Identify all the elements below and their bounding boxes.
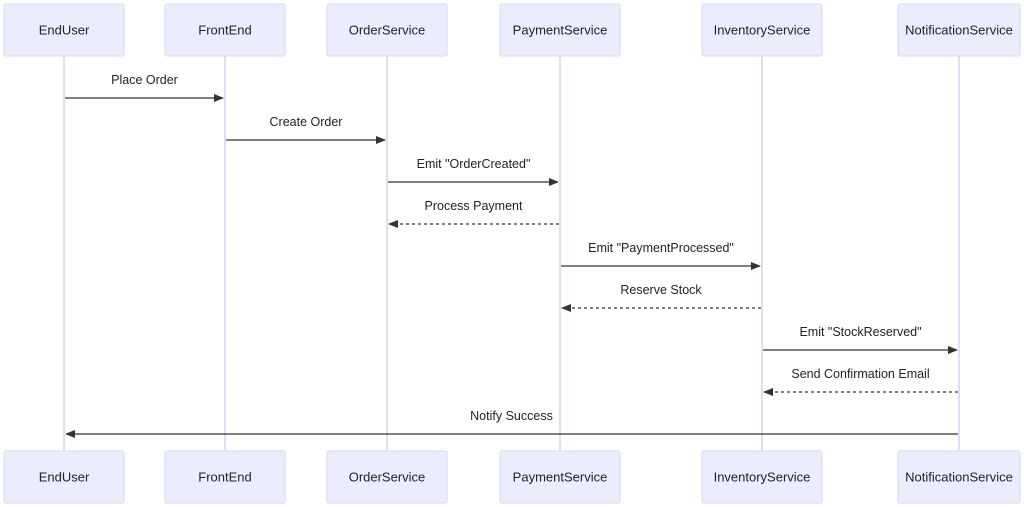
actor-orderservice-bottom: OrderService	[326, 450, 448, 504]
actor-label: FrontEnd	[198, 22, 251, 37]
message: Process Payment	[388, 199, 559, 228]
actor-box	[164, 450, 286, 504]
lifelines	[63, 56, 960, 451]
actor-box	[897, 3, 1021, 57]
actor-label: PaymentService	[513, 469, 608, 484]
actor-label: FrontEnd	[198, 469, 251, 484]
message: Reserve Stock	[561, 283, 761, 312]
actor-paymentservice-top: PaymentService	[499, 3, 621, 57]
actor-box	[164, 3, 286, 57]
actor-box	[499, 3, 621, 57]
actor-box	[3, 450, 125, 504]
actor-frontend-top: FrontEnd	[164, 3, 286, 57]
message-label: Emit "OrderCreated"	[417, 157, 531, 171]
actor-label: InventoryService	[714, 469, 811, 484]
message: Emit "StockReserved"	[763, 325, 958, 354]
actor-box	[499, 450, 621, 504]
message-label: Reserve Stock	[620, 283, 702, 297]
actor-box	[701, 450, 823, 504]
actor-notificationservice-top: NotificationService	[897, 3, 1021, 57]
actor-inventoryservice-top: InventoryService	[701, 3, 823, 57]
message-label: Notify Success	[470, 409, 553, 423]
actor-label: EndUser	[39, 469, 90, 484]
actor-label: NotificationService	[905, 22, 1013, 37]
message-label: Emit "StockReserved"	[799, 325, 921, 339]
actor-inventoryservice-bottom: InventoryService	[701, 450, 823, 504]
message-label: Emit "PaymentProcessed"	[588, 241, 734, 255]
actor-label: NotificationService	[905, 469, 1013, 484]
actor-orderservice-top: OrderService	[326, 3, 448, 57]
message-label: Process Payment	[425, 199, 523, 213]
actor-box	[897, 450, 1021, 504]
actor-box	[326, 3, 448, 57]
actor-label: OrderService	[349, 22, 426, 37]
message-label: Send Confirmation Email	[791, 367, 929, 381]
actor-label: InventoryService	[714, 22, 811, 37]
message: Emit "OrderCreated"	[388, 157, 559, 186]
message: Send Confirmation Email	[763, 367, 958, 396]
actor-label: PaymentService	[513, 22, 608, 37]
message: Place Order	[65, 73, 224, 102]
message-label: Create Order	[270, 115, 343, 129]
actor-notificationservice-bottom: NotificationService	[897, 450, 1021, 504]
actor-label: OrderService	[349, 469, 426, 484]
actor-box	[326, 450, 448, 504]
message: Notify Success	[65, 409, 958, 438]
message-label: Place Order	[111, 73, 178, 87]
actor-frontend-bottom: FrontEnd	[164, 450, 286, 504]
actor-enduser-top: EndUser	[3, 3, 125, 57]
actor-box	[701, 3, 823, 57]
actor-paymentservice-bottom: PaymentService	[499, 450, 621, 504]
actors-bottom: EndUser FrontEnd OrderService PaymentServic…	[3, 450, 1021, 504]
actor-box	[3, 3, 125, 57]
actor-enduser-bottom: EndUser	[3, 450, 125, 504]
actors-top: EndUser FrontEnd OrderService PaymentServic…	[3, 3, 1021, 57]
message: Emit "PaymentProcessed"	[561, 241, 761, 270]
message: Create Order	[226, 115, 386, 144]
actor-label: EndUser	[39, 22, 90, 37]
